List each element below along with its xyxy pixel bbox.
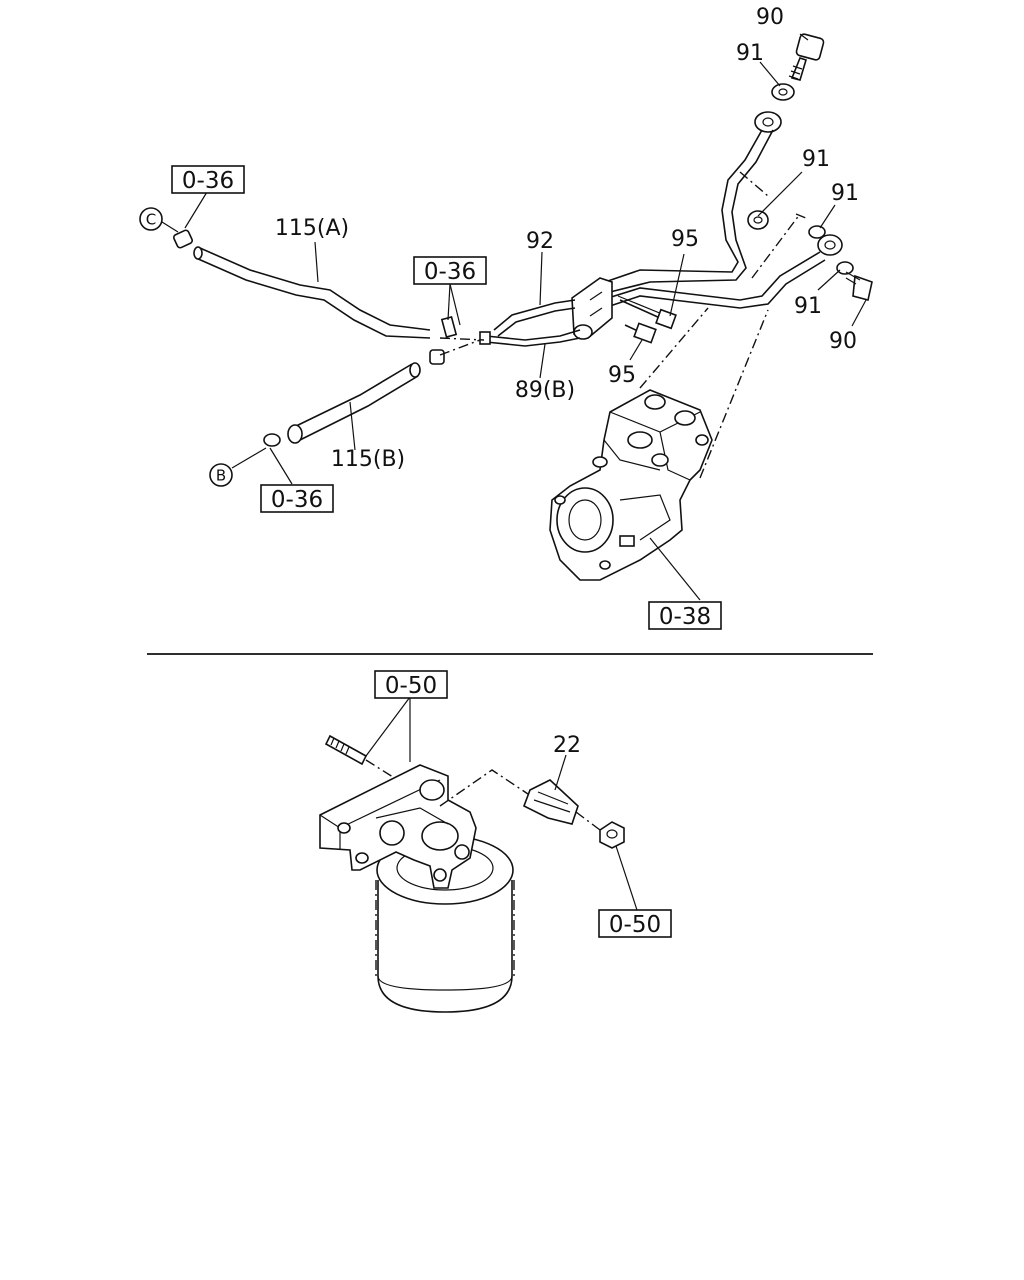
- pipe-89b: [485, 329, 581, 341]
- pipe-right: [607, 251, 821, 301]
- washer-91-middle: [747, 210, 769, 230]
- label-22: 22: [553, 733, 581, 758]
- clamp-a-end: [440, 316, 458, 338]
- svg-text:0-36: 0-36: [424, 259, 476, 285]
- svg-text:0-36: 0-36: [182, 168, 234, 194]
- banjo-bolt-90-right: [845, 271, 873, 301]
- ref-box-036-a: 0-36: [171, 165, 245, 194]
- circle-marker-c: C: [139, 207, 163, 231]
- bracket-22: [522, 779, 579, 825]
- label-115a: 115(A): [275, 216, 349, 241]
- marker-c-text: C: [146, 211, 156, 229]
- clamp-b-top: [429, 349, 445, 365]
- hose-115b: [291, 363, 413, 429]
- ref-box-036-b: 0-36: [413, 256, 487, 285]
- ref-box-038: 0-38: [648, 601, 722, 630]
- svg-text:0-36: 0-36: [271, 487, 323, 513]
- label-95-lower: 95: [608, 363, 636, 388]
- pipe-bracket: [571, 277, 613, 340]
- banjo-bolt-90-top: [788, 33, 825, 81]
- label-91-middle: 91: [802, 147, 830, 172]
- svg-text:0-50: 0-50: [385, 673, 437, 699]
- label-90-right: 90: [829, 329, 857, 354]
- washer-91-right: [808, 225, 826, 239]
- ref-box-036-c: 0-36: [260, 484, 334, 513]
- bolt-95-lower: [624, 322, 657, 344]
- banjo-eye-right: [817, 234, 843, 256]
- label-91-lower: 91: [794, 294, 822, 319]
- washer-91-lower: [836, 261, 854, 275]
- hose-115a: [199, 247, 431, 331]
- label-89b: 89(B): [515, 378, 575, 403]
- nut-0-50: [599, 821, 625, 849]
- marker-b-text: B: [216, 467, 226, 485]
- label-92: 92: [526, 229, 554, 254]
- filter-head: [319, 764, 477, 889]
- label-91-right: 91: [831, 181, 859, 206]
- stud-bolt: [324, 734, 405, 785]
- washer-91-top: [771, 83, 795, 101]
- ref-box-050-b: 0-50: [598, 909, 672, 938]
- label-90-top: 90: [756, 5, 784, 30]
- pipe-92: [493, 299, 576, 331]
- circle-marker-b: B: [209, 463, 233, 487]
- banjo-eye-top: [754, 111, 782, 133]
- clamp-b: [263, 433, 281, 447]
- label-115b: 115(B): [331, 447, 405, 472]
- pipe-upper: [604, 129, 763, 283]
- svg-text:0-50: 0-50: [609, 912, 661, 938]
- svg-text:0-38: 0-38: [659, 604, 711, 630]
- ref-box-050-a: 0-50: [374, 670, 448, 699]
- clamp-c: [172, 229, 194, 249]
- air-compressor: [549, 389, 713, 581]
- label-91-top: 91: [736, 41, 764, 66]
- label-95-upper: 95: [671, 227, 699, 252]
